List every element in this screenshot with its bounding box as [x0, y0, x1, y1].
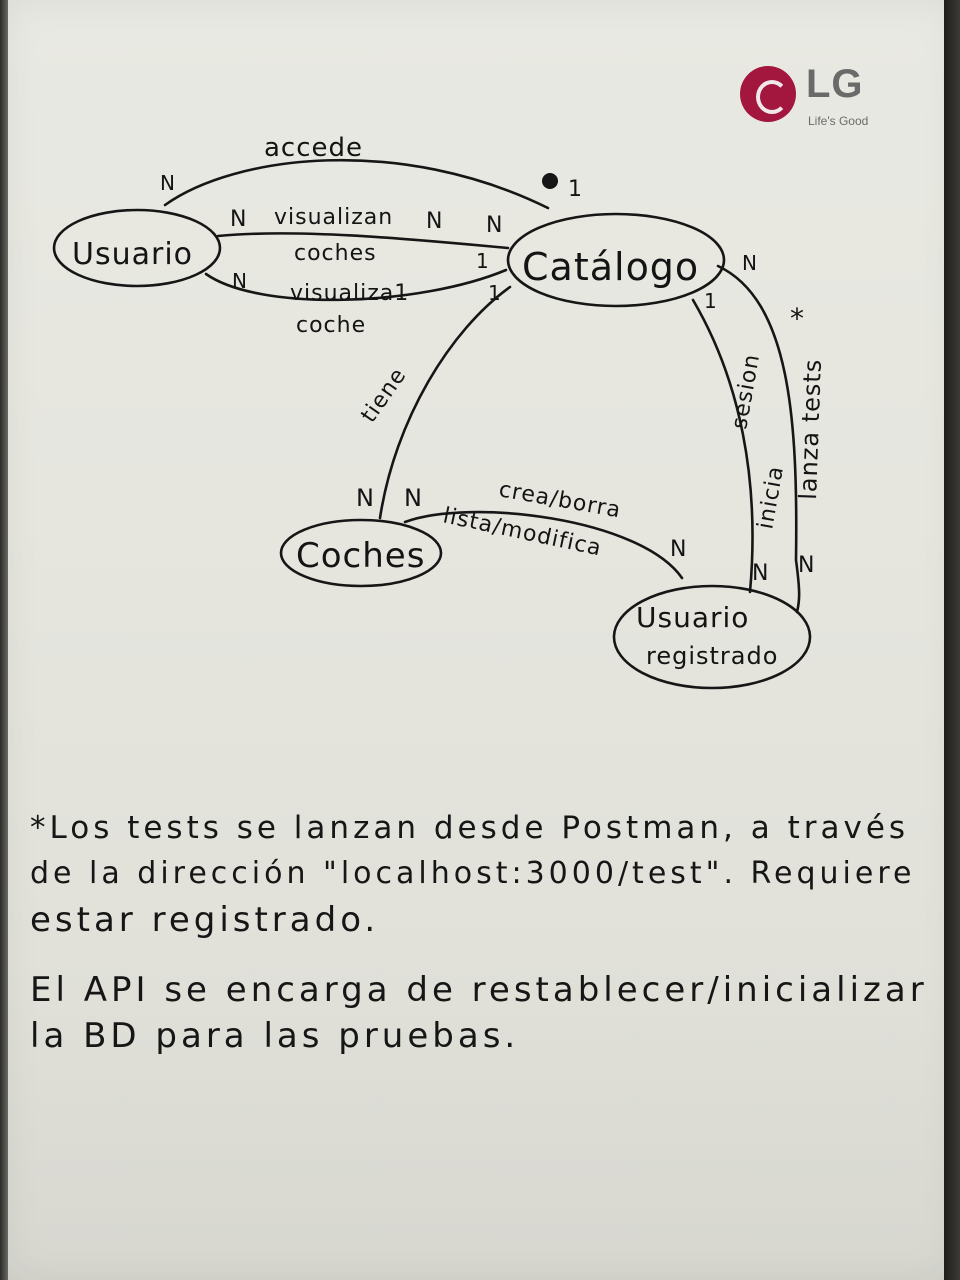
- node-coches-label: Coches: [296, 536, 425, 576]
- page-shadow-right: [944, 0, 960, 1280]
- edge-accede-card-n: N: [160, 171, 176, 195]
- edge-tiene-label: tiene: [356, 363, 411, 427]
- handwritten-notes: *Los tests se lanzan desde Postman, a tr…: [30, 805, 930, 1083]
- edge-visualiza1-card-n: N: [232, 269, 248, 293]
- edge-inicia-card-1: 1: [704, 289, 718, 313]
- node-coches-shape: [279, 518, 443, 588]
- edge-visualiza1-card-1b: 1: [488, 281, 502, 305]
- edge-visualiza1-label-1: visualiza1: [290, 281, 409, 306]
- note-tests: *Los tests se lanzan desde Postman, a tr…: [30, 805, 930, 943]
- node-catalogo-shape: [506, 212, 726, 308]
- edge-visualiza1-label-2: coche: [296, 313, 366, 338]
- logo-text: LG: [806, 62, 864, 106]
- note-tests-line-3: estar registrado.: [30, 900, 380, 940]
- lg-logo: LG Life's Good: [740, 62, 890, 132]
- lg-logo-icon: [740, 66, 796, 122]
- notebook-page: [6, 0, 954, 1280]
- edge-crea-label-1: crea/borra: [497, 477, 623, 523]
- edge-visualizan: [216, 232, 510, 250]
- er-diagram: Usuario Catálogo Coches Usuario registra…: [52, 133, 827, 690]
- edge-crea-card-registrado: N: [670, 537, 687, 562]
- edge-visualizan-label-1: visualizan: [274, 205, 393, 230]
- edge-visualizan-card-left: N: [230, 207, 247, 232]
- edge-accede-card-1: 1: [568, 177, 583, 202]
- edge-tests-card-cat: N: [742, 251, 758, 275]
- edge-accede: [163, 158, 550, 210]
- note-tests-line-1: *Los tests se lanzan desde Postman, a tr…: [30, 810, 910, 846]
- node-catalogo-label: Catálogo: [522, 245, 699, 289]
- edge-visualizan-card-cat: N: [486, 213, 503, 238]
- node-registrado-label-2: registrado: [646, 642, 778, 670]
- logo-tagline: Life's Good: [808, 114, 869, 128]
- edge-inicia: [691, 298, 754, 594]
- node-usuario-label: Usuario: [72, 237, 193, 272]
- node-registrado-shape: [612, 584, 812, 690]
- edge-tests-card-reg: N: [798, 553, 815, 578]
- note-api-line-2: la BD para las pruebas.: [30, 1016, 520, 1056]
- scribble-mark: [542, 173, 558, 189]
- edge-tests: [716, 264, 801, 614]
- edge-tests-label: lanza tests: [794, 358, 827, 500]
- edge-inicia-card-n: N: [752, 561, 769, 586]
- page-shadow-left: [0, 0, 8, 1280]
- edge-visualiza1: [204, 268, 508, 302]
- edge-tiene: [378, 285, 512, 520]
- edge-tiene-card-n: N: [356, 484, 375, 512]
- edge-inicia-label-2: sesion: [727, 352, 765, 431]
- edge-crea: [403, 510, 684, 580]
- edge-inicia-label-1: inicia: [753, 464, 789, 531]
- note-api: El API se encarga de restablecer/inicial…: [30, 967, 930, 1059]
- edge-visualizan-label-2: coches: [294, 241, 377, 266]
- note-tests-line-2: de la dirección "localhost:3000/test". R…: [30, 856, 916, 891]
- node-usuario-shape: [52, 208, 222, 288]
- edge-tests-star: *: [790, 302, 805, 335]
- node-registrado-label-1: Usuario: [636, 601, 749, 634]
- note-api-line-1: El API se encarga de restablecer/inicial…: [30, 970, 928, 1010]
- edge-visualizan-card-right: N: [426, 209, 443, 234]
- edge-accede-label: accede: [264, 133, 363, 163]
- edge-crea-card-coches: N: [404, 484, 423, 512]
- edge-visualiza1-card-1: 1: [476, 249, 490, 273]
